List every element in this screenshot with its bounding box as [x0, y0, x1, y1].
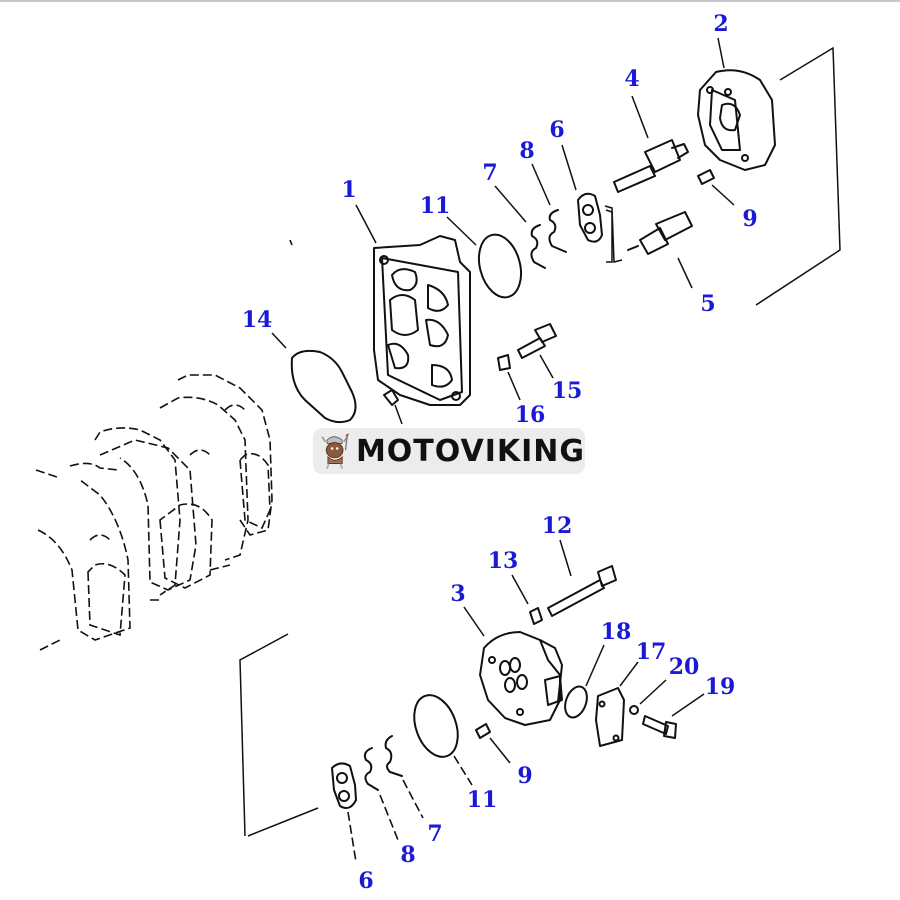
part-8-seal-lower — [363, 747, 379, 791]
callout-6-bottom: 6 — [358, 868, 374, 894]
part-6-plate — [577, 192, 603, 243]
callout-18: 18 — [600, 619, 632, 645]
callout-8-bottom: 8 — [400, 842, 416, 868]
callout-5: 5 — [700, 291, 716, 317]
part-19-bolt — [642, 715, 677, 739]
callout-19: 19 — [704, 674, 736, 700]
part-11-o-ring — [477, 233, 523, 299]
callout-20: 20 — [668, 654, 700, 680]
callout-7-top: 7 — [482, 160, 498, 186]
part-3-housing — [479, 631, 563, 726]
callout-13: 13 — [487, 548, 519, 574]
part-18-o-ring — [564, 685, 588, 719]
callout-4: 4 — [624, 66, 640, 92]
callout-1: 1 — [341, 177, 357, 203]
callout-15: 15 — [551, 378, 583, 404]
part-14-gasket — [290, 349, 357, 424]
top-border — [0, 0, 900, 2]
part-13-plug — [529, 607, 543, 625]
callout-9-top: 9 — [742, 206, 758, 232]
part-17-cover — [595, 687, 625, 747]
viking-mascot-icon — [321, 433, 349, 469]
part-15-bolt — [517, 323, 557, 359]
part-20-washer — [629, 705, 639, 715]
pump-body-assembly — [35, 239, 293, 651]
part-9-pin-lower — [475, 723, 491, 739]
callout-9-bottom: 9 — [517, 763, 533, 789]
part-2-housing — [697, 69, 776, 171]
part-6-plate-lower — [331, 762, 357, 809]
callout-17: 17 — [635, 639, 667, 665]
callout-14: 14 — [241, 307, 273, 333]
part-11-o-ring-lower — [413, 694, 459, 758]
part-4-drive-shaft — [613, 139, 689, 193]
watermark-badge: MOTOVIKING — [313, 428, 585, 474]
part-7-seal-lower — [384, 735, 403, 777]
callout-7-bottom: 7 — [427, 821, 443, 847]
callout-2: 2 — [713, 11, 729, 37]
callout-6-top: 6 — [549, 117, 565, 143]
part-8-seal — [548, 209, 567, 253]
part-7-seal — [530, 224, 546, 269]
part-16-plug — [497, 354, 511, 371]
callout-8-top: 8 — [519, 138, 535, 164]
part-5-driven-gear — [627, 211, 693, 255]
part-9-pin — [697, 169, 715, 185]
watermark-text: MOTOVIKING — [355, 433, 585, 469]
callout-3: 3 — [450, 581, 466, 607]
callout-11-bottom: 11 — [466, 787, 498, 813]
lower-bracket-line — [239, 633, 319, 837]
callout-12: 12 — [541, 513, 573, 539]
part-12-bolt — [547, 565, 617, 617]
callout-16: 16 — [514, 402, 546, 428]
callout-11-top: 11 — [419, 193, 451, 219]
part-1-plate — [373, 235, 471, 406]
